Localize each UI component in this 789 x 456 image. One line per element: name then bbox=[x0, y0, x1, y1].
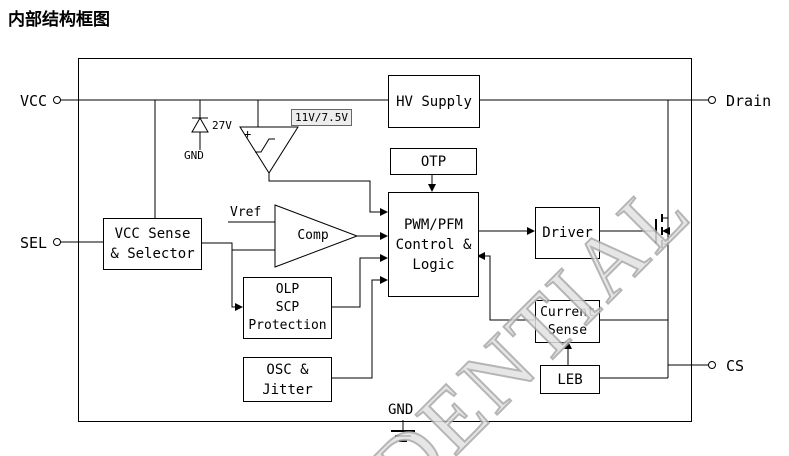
olp-line3: Protection bbox=[248, 318, 327, 333]
osc-jitter-block: OSC & Jitter bbox=[243, 357, 332, 402]
pwm-label-line1: PWM/PFM bbox=[403, 216, 463, 233]
current-sense-line2: Sense bbox=[547, 322, 588, 338]
zener-voltage-label: 27V bbox=[212, 119, 232, 132]
cs-pin-label: CS bbox=[726, 357, 745, 375]
driver-block: Driver bbox=[535, 207, 600, 259]
osc-line1: OSC & bbox=[266, 361, 309, 378]
olp-line2: SCP bbox=[275, 300, 300, 315]
uvlo-threshold-label: 11V/7.5V bbox=[291, 109, 352, 126]
vcc-sense-selector-block: VCC Sense & Selector bbox=[103, 218, 202, 270]
pwm-label-line2: Control & bbox=[395, 236, 472, 253]
chip-boundary bbox=[78, 58, 692, 422]
vcc-sense-line2: & Selector bbox=[110, 246, 195, 262]
zener-diode bbox=[191, 116, 209, 133]
vref-label: Vref bbox=[230, 205, 262, 220]
drain-pin-label: Drain bbox=[726, 92, 772, 110]
otp-label: OTP bbox=[420, 153, 447, 170]
zener-ground-label: GND bbox=[184, 149, 204, 162]
pwm-label-line3: Logic bbox=[412, 256, 455, 273]
pwm-pfm-control-block: PWM/PFM Control & Logic bbox=[388, 192, 479, 297]
olp-line1: OLP bbox=[275, 282, 300, 297]
comp-label: Comp bbox=[297, 228, 329, 243]
sel-pin bbox=[53, 238, 61, 246]
hv-supply-label: HV Supply bbox=[396, 93, 472, 110]
otp-block: OTP bbox=[390, 148, 477, 175]
leb-block: LEB bbox=[540, 365, 600, 394]
gnd-pin-label: GND bbox=[388, 402, 414, 418]
vcc-sense-line1: VCC Sense bbox=[114, 226, 191, 242]
sel-pin-label: SEL bbox=[20, 234, 48, 252]
olp-scp-protection-block: OLP SCP Protection bbox=[243, 277, 332, 339]
uvlo-comparator bbox=[239, 126, 299, 174]
arrowheads bbox=[235, 184, 572, 349]
mosfet-symbol bbox=[655, 214, 670, 248]
cs-pin bbox=[708, 361, 716, 369]
comp-triangle bbox=[274, 204, 359, 268]
vcc-pin-label: VCC bbox=[20, 92, 48, 110]
drain-pin bbox=[708, 96, 716, 104]
ground-symbol bbox=[391, 430, 415, 442]
hv-supply-block: HV Supply bbox=[388, 75, 480, 128]
pin-circles bbox=[53, 96, 716, 369]
osc-line2: Jitter bbox=[262, 381, 313, 398]
driver-label: Driver bbox=[542, 225, 593, 241]
vcc-pin bbox=[53, 96, 61, 104]
comparator-plus-sign: + bbox=[244, 127, 252, 141]
current-sense-block: Current Sense bbox=[535, 300, 600, 343]
page-title: 内部结构框图 bbox=[8, 10, 110, 30]
leb-label: LEB bbox=[557, 371, 583, 388]
current-sense-line1: Current bbox=[540, 304, 595, 320]
